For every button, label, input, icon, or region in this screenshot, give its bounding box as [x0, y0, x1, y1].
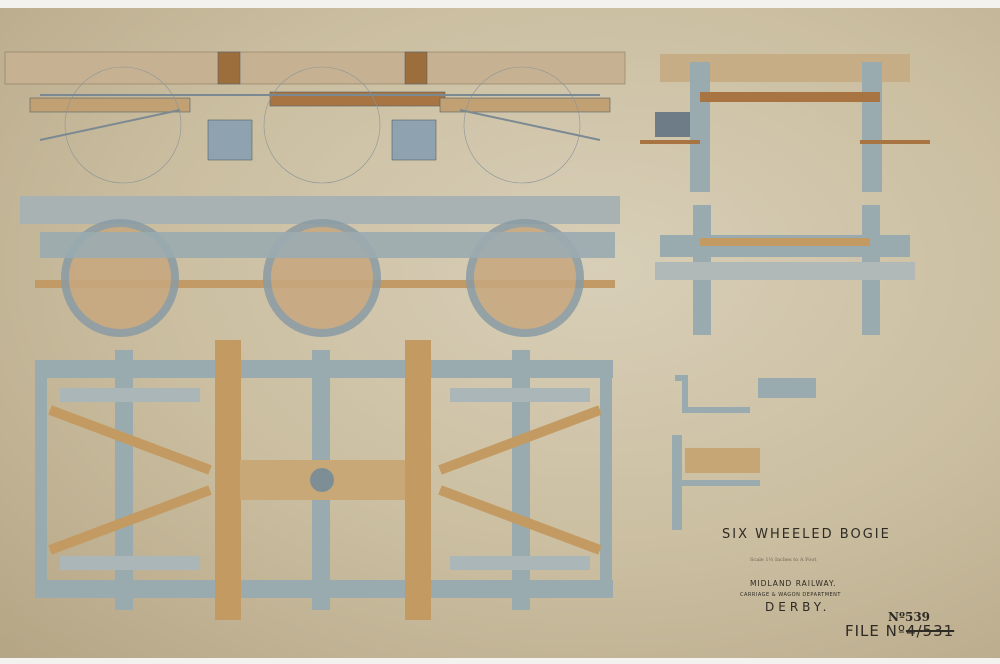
drawing-sheet [0, 8, 1000, 658]
scale-note: Scale 1½ Inches to A Foot [750, 557, 817, 563]
file-number: FILE Nº4/531 [845, 622, 954, 640]
department-name: CARRIAGE & WAGON DEPARTMENT [740, 592, 841, 598]
plan-view [35, 340, 613, 620]
company-name: MIDLAND RAILWAY. [750, 579, 837, 588]
bogie-engineering-drawing [4, 51, 930, 620]
drawing-title: SIX WHEELED BOGIE [722, 527, 891, 542]
drawing-number: Nº539 [888, 610, 931, 624]
location: DERBY. [765, 600, 831, 614]
side-elevation [4, 51, 626, 184]
end-elevation [640, 54, 930, 192]
sectional-elevation [20, 196, 620, 337]
detail-sections [672, 375, 816, 530]
end-section [655, 205, 915, 335]
file-label: FILE Nº [845, 622, 906, 640]
struck-file-number: 4/531 [905, 622, 955, 640]
